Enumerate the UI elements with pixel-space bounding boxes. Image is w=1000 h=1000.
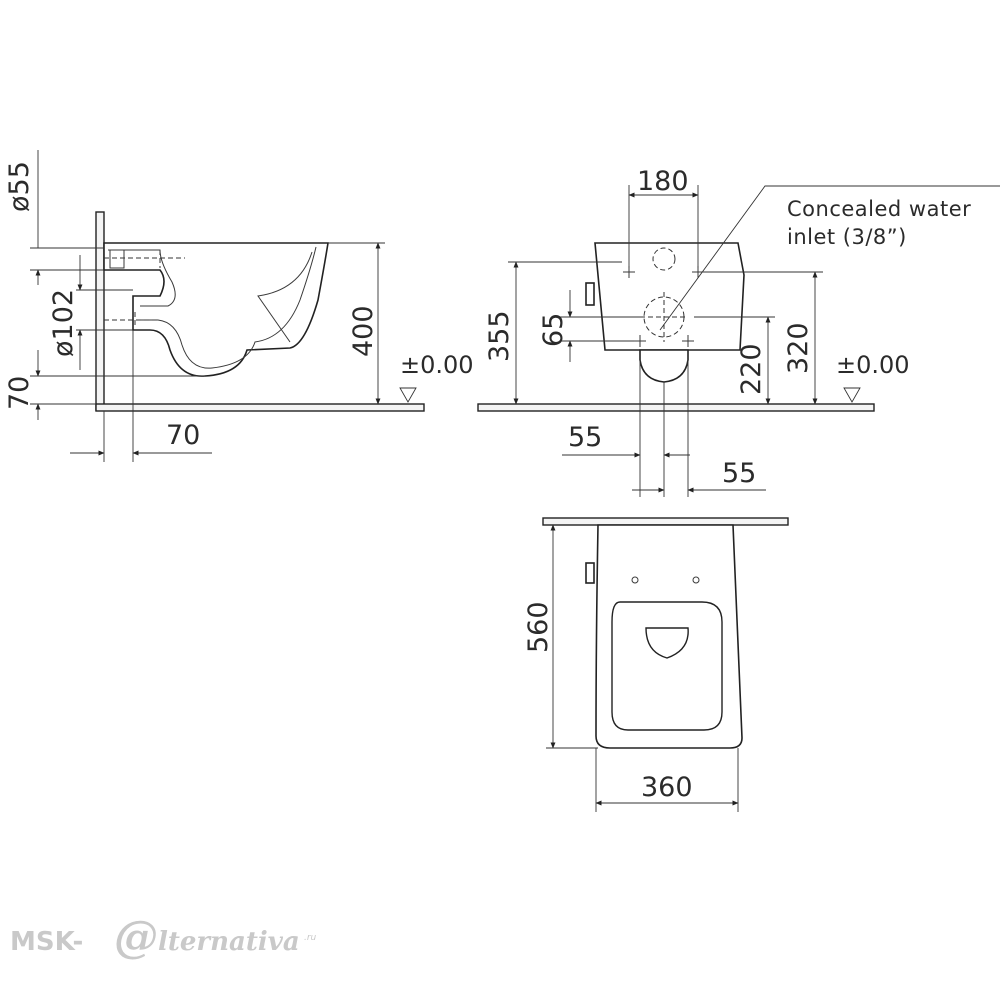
label-side-level: ±0.00: [400, 351, 474, 379]
label-h220: 220: [736, 343, 767, 395]
front-floor: [477, 403, 875, 412]
label-h560: 560: [523, 601, 554, 653]
top-hinge-hole-left: [631, 576, 639, 584]
label-w180: 180: [637, 166, 689, 197]
top-hinge-hole-right: [692, 576, 700, 584]
watermark-brand-mark: @: [114, 912, 158, 963]
label-h320: 320: [783, 322, 814, 374]
label-w55-right: 55: [722, 458, 756, 489]
watermark-brand-tld: .ru: [304, 933, 317, 943]
front-inlet-circle: [652, 247, 676, 271]
label-h65: 65: [538, 313, 569, 347]
side-level-symbol: [399, 387, 417, 403]
label-d55: ø55: [4, 161, 35, 212]
top-side-knob: [585, 562, 595, 584]
front-level-symbol: [843, 387, 861, 403]
front-outlet: [639, 349, 689, 383]
side-bowl-inner: [257, 251, 313, 343]
watermark-brand-left: MSK-: [10, 927, 83, 957]
watermark: MSK- @ lternativa .ru: [10, 912, 317, 963]
side-outlet-curve: [108, 249, 176, 307]
top-seat-opening: [611, 601, 723, 731]
front-body: [594, 242, 745, 351]
front-side-knob: [585, 282, 595, 306]
label-h400: 400: [348, 305, 379, 357]
label-d102: ø102: [48, 289, 79, 357]
label-h70: 70: [4, 376, 35, 410]
top-water-spot: [645, 627, 689, 659]
note-line-1: Concealed water: [787, 197, 971, 221]
side-floor: [95, 403, 425, 412]
watermark-brand-right: lternativa: [158, 927, 300, 957]
top-wall: [542, 517, 789, 526]
note-leader: [659, 185, 1000, 331]
front-view: 180 Concealed water inlet (3/8”) 355 65 …: [477, 166, 1000, 497]
label-w55-left: 55: [568, 422, 602, 453]
side-inlet-box: [109, 249, 125, 269]
side-view: ø55 ø102 70 70 400 ±0.00: [4, 150, 474, 462]
label-h355: 355: [484, 310, 515, 362]
note-line-2: inlet (3/8”): [787, 225, 907, 249]
side-bowl-trap: [140, 246, 317, 369]
side-bowl-outer: [103, 242, 329, 377]
label-w70: 70: [166, 420, 200, 451]
top-view: 560 360: [523, 517, 789, 812]
label-front-level: ±0.00: [836, 351, 910, 379]
side-wall: [95, 211, 105, 411]
label-w360: 360: [641, 772, 693, 803]
